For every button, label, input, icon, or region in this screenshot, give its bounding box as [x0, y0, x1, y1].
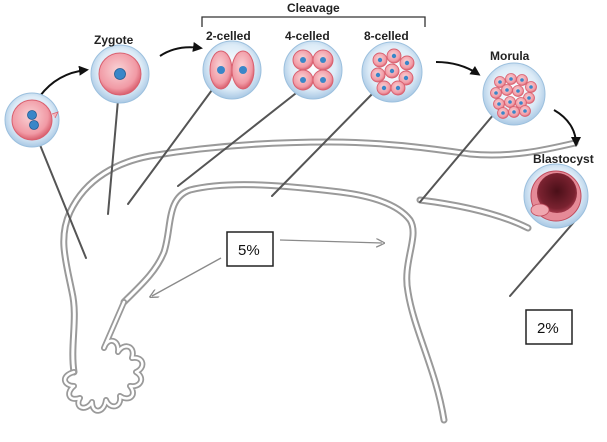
flow-arrow-left [152, 257, 222, 296]
four-celled-embryo [283, 40, 343, 100]
label-4-celled: 4-celled [285, 29, 330, 43]
pointer-line-blastocyst [509, 221, 575, 297]
pointer-line-2celled [127, 89, 213, 205]
tube-isthmus [416, 196, 532, 232]
label-2-celled: 2-celled [206, 29, 251, 43]
percent-box-uterus: 2% [525, 309, 573, 345]
fallopian-tube-outline [59, 137, 580, 424]
pointer-line-morula [419, 113, 495, 203]
pointer-line-8celled [271, 87, 379, 197]
ovum-cell [4, 92, 60, 148]
pointer-lines [37, 87, 575, 297]
pointer-line-zygote [107, 99, 119, 215]
arrow-zygote-to-cleavage [159, 42, 203, 57]
cleavage-bracket [201, 16, 426, 27]
label-zygote: Zygote [94, 33, 134, 47]
blastocyst-cell [523, 163, 589, 229]
tube-outer-wall [59, 137, 580, 377]
percent-label-ampulla: 5% [238, 242, 260, 259]
flow-arrow-right [279, 240, 382, 243]
two-celled-embryo [202, 40, 262, 100]
label-8-celled: 8-celled [364, 29, 409, 43]
pointer-line-egg [37, 139, 87, 259]
arrow-egg-to-zygote [39, 65, 89, 97]
eight-celled-embryo [361, 41, 423, 103]
arrow-morula-to-blastocyst [553, 109, 581, 147]
percent-label-uterus: 2% [537, 320, 559, 337]
label-cleavage: Cleavage [287, 1, 340, 15]
arrow-8celled-to-morula [435, 61, 481, 76]
pointer-line-4celled [177, 89, 301, 187]
transition-arrows [39, 42, 581, 147]
label-morula: Morula [490, 49, 530, 63]
percent-box-ampulla: 5% [226, 231, 274, 267]
zygote-cell [90, 44, 150, 104]
tube-inner-wall [120, 181, 448, 424]
morula-cell [482, 62, 546, 126]
label-blastocyst: Blastocyst [533, 152, 594, 166]
